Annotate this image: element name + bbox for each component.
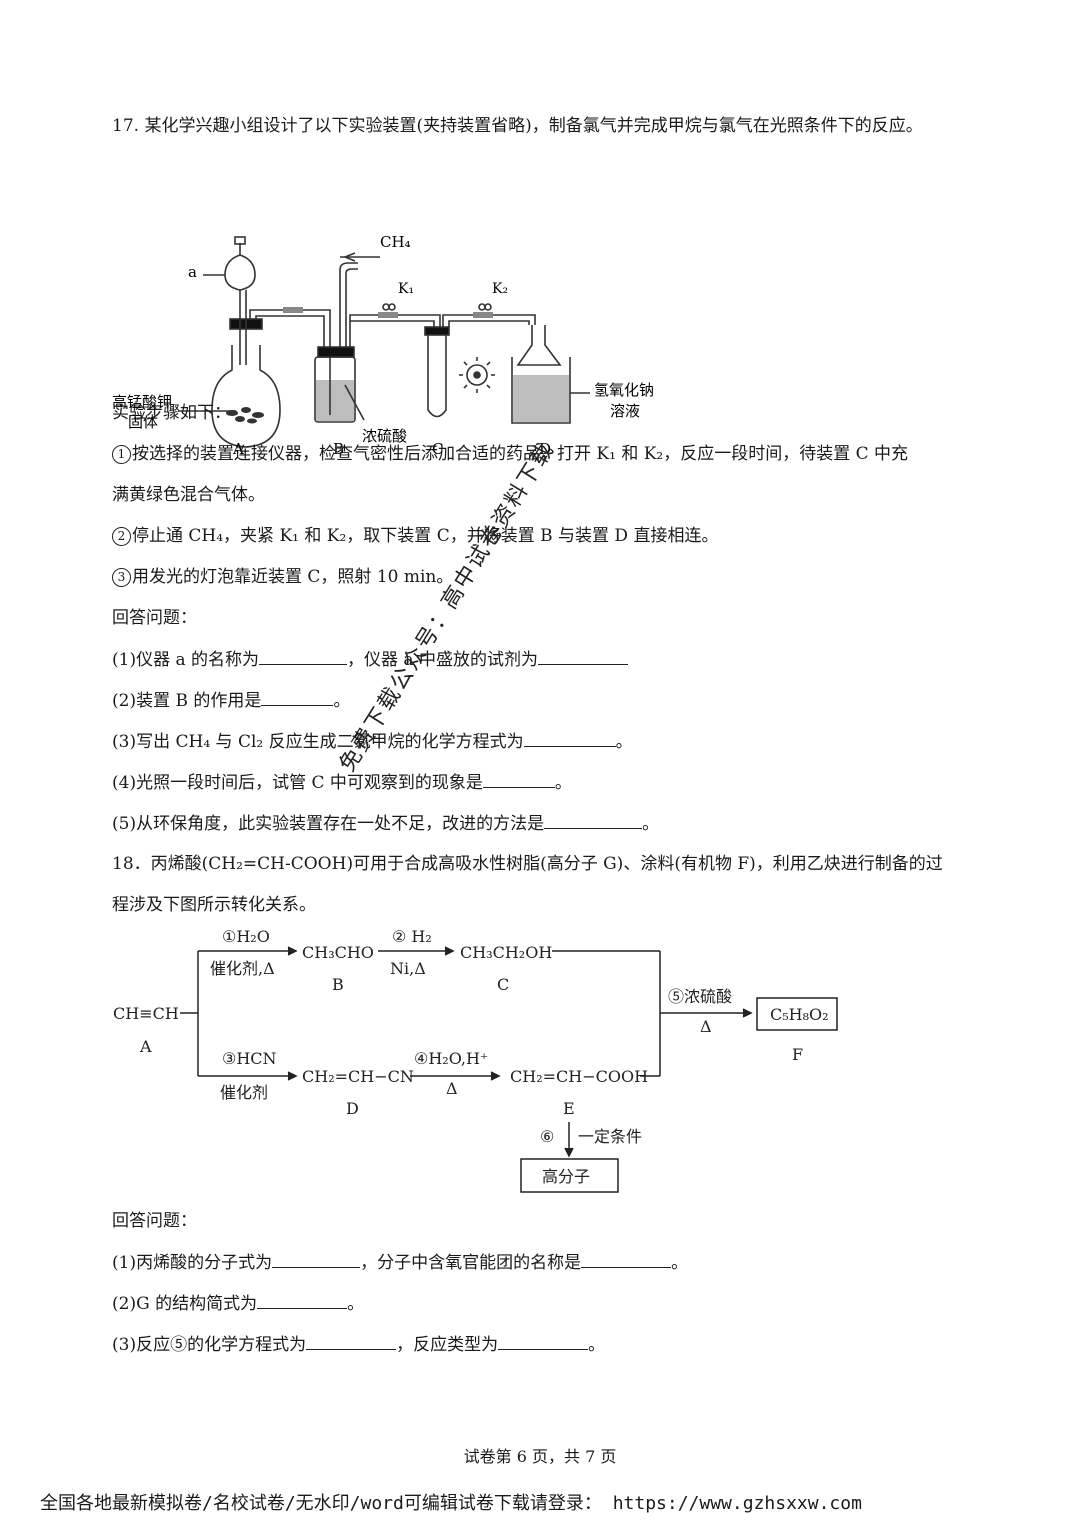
- reaction-3-reagent: ③HCN: [222, 1049, 277, 1068]
- q18-answer-title: 回答问题：: [112, 1211, 197, 1231]
- polymer-g-box: [520, 1158, 619, 1193]
- label-d: D: [539, 440, 551, 458]
- reaction-1-reagent: ①H₂O: [222, 927, 270, 946]
- naoh-label-1: 氢氧化钠: [594, 381, 654, 399]
- reaction-4-condition: Δ: [446, 1079, 458, 1098]
- kmno4-label-1: 高锰酸钾: [112, 393, 172, 411]
- reaction-2-reagent: ② H₂: [392, 927, 432, 946]
- circled-2: 2: [112, 527, 131, 546]
- separatory-funnel: [224, 254, 256, 291]
- reaction-1-condition: 催化剂,Δ: [210, 959, 275, 978]
- test-tube-c: [427, 335, 447, 418]
- ethanol-formula: CH₃CH₂OH: [460, 943, 552, 962]
- answer-blank[interactable]: [259, 648, 348, 665]
- acetylene-formula: CH≡CH: [113, 1004, 179, 1023]
- q18-question-1: (1)丙烯酸的分子式为，分子中含氧官能团的名称是。: [112, 1251, 689, 1273]
- kmno4-solid: [226, 407, 264, 424]
- answer-blank[interactable]: [537, 648, 628, 665]
- q18-question-3: (3)反应⑤的化学方程式为，反应类型为。: [112, 1333, 606, 1355]
- answer-blank[interactable]: [257, 1292, 348, 1309]
- label-c: C: [497, 975, 509, 994]
- k1-label: K₁: [398, 281, 414, 297]
- reaction-6-number: ⑥: [540, 1127, 554, 1146]
- product-f-box: [756, 997, 838, 1031]
- a-label: a: [188, 263, 197, 281]
- polymer-g-label: 高分子: [542, 1167, 590, 1186]
- ch4-label: CH₄: [380, 233, 411, 251]
- label-e: E: [563, 1099, 575, 1118]
- q17-question-3: (3)写出 CH₄ 与 Cl₂ 反应生成二氯甲烷的化学方程式为。: [112, 730, 633, 752]
- label-b: B: [333, 440, 344, 458]
- reaction-4-reagent: ④H₂O,H⁺: [414, 1049, 488, 1068]
- reaction-6-condition: 一定条件: [578, 1127, 642, 1146]
- q18-question-2: (2)G 的结构简式为。: [112, 1292, 365, 1314]
- reaction-5-reagent: ⑤浓硫酸: [668, 987, 732, 1006]
- k2-label: K₂: [492, 281, 508, 297]
- answer-blank[interactable]: [498, 1333, 589, 1350]
- q18-flow-diagram: CH≡CH A ①H₂O 催化剂,Δ CH₃CHO B ② H₂ Ni,Δ CH…: [113, 927, 838, 1193]
- reaction-3-condition: 催化剂: [220, 1083, 268, 1102]
- label-a: A: [139, 1037, 152, 1056]
- flask-a: [211, 345, 281, 448]
- reaction-5-condition: Δ: [700, 1017, 712, 1036]
- answer-blank[interactable]: [272, 1251, 361, 1268]
- q18-stem-cont: 程涉及下图所示转化关系。: [112, 895, 316, 915]
- circled-1: 1: [112, 445, 131, 464]
- naoh-label-2: 溶液: [610, 402, 640, 420]
- answer-blank[interactable]: [523, 730, 616, 747]
- q17-question-1: (1)仪器 a 的名称为，仪器 a 中盛放的试剂为: [112, 648, 628, 671]
- answer-blank[interactable]: [581, 1251, 672, 1268]
- answer-blank[interactable]: [261, 689, 334, 706]
- answer-blank[interactable]: [482, 771, 555, 788]
- label-b: B: [332, 975, 344, 994]
- label-a: A: [232, 440, 244, 458]
- answer-blank[interactable]: [306, 1333, 397, 1350]
- label-d: D: [346, 1099, 359, 1118]
- q17-apparatus-diagram: CH₄ a K₁ K₂ 高锰酸钾 固体 浓硫酸 氢氧化钠 溶液 A B C D: [112, 233, 654, 458]
- label-c: C: [432, 440, 443, 458]
- answer-blank[interactable]: [544, 812, 643, 829]
- q17-stem: 17. 某化学兴趣小组设计了以下实验装置(夹持装置省略)，制备氯气并完成甲烷与氯…: [112, 116, 923, 136]
- circled-3: 3: [112, 568, 131, 587]
- h2so4-label: 浓硫酸: [362, 427, 407, 445]
- kmno4-label-2: 固体: [128, 413, 158, 431]
- q17-question-2: (2)装置 B 的作用是。: [112, 689, 351, 711]
- q17-step1-cont: 满黄绿色混合气体。: [112, 485, 265, 505]
- acrylonitrile-formula: CH₂=CH−CN: [302, 1067, 414, 1086]
- reaction-2-condition: Ni,Δ: [390, 959, 426, 978]
- page-footer: 试卷第 6 页，共 7 页: [463, 1447, 617, 1466]
- label-f: F: [792, 1045, 803, 1064]
- beaker-d: [511, 357, 571, 424]
- download-banner: 全国各地最新模拟卷/名校试卷/无水印/word可编辑试卷下载请登录： https…: [40, 1493, 862, 1514]
- q17-steps-title: 实验步骤如下：: [112, 403, 231, 423]
- q17-question-5: (5)从环保角度，此实验装置存在一处不足，改进的方法是。: [112, 812, 660, 834]
- q17-answer-title: 回答问题：: [112, 608, 197, 628]
- product-f-formula: C₅H₈O₂: [770, 1005, 829, 1024]
- q18-stem: 18．丙烯酸(CH₂=CH-COOH)可用于合成高吸水性树脂(高分子 G)、涂料…: [112, 854, 943, 874]
- acetaldehyde-formula: CH₃CHO: [302, 943, 374, 962]
- q17-question-4: (4)光照一段时间后，试管 C 中可观察到的现象是。: [112, 771, 572, 793]
- acrylic-acid-formula: CH₂=CH−COOH: [510, 1067, 648, 1086]
